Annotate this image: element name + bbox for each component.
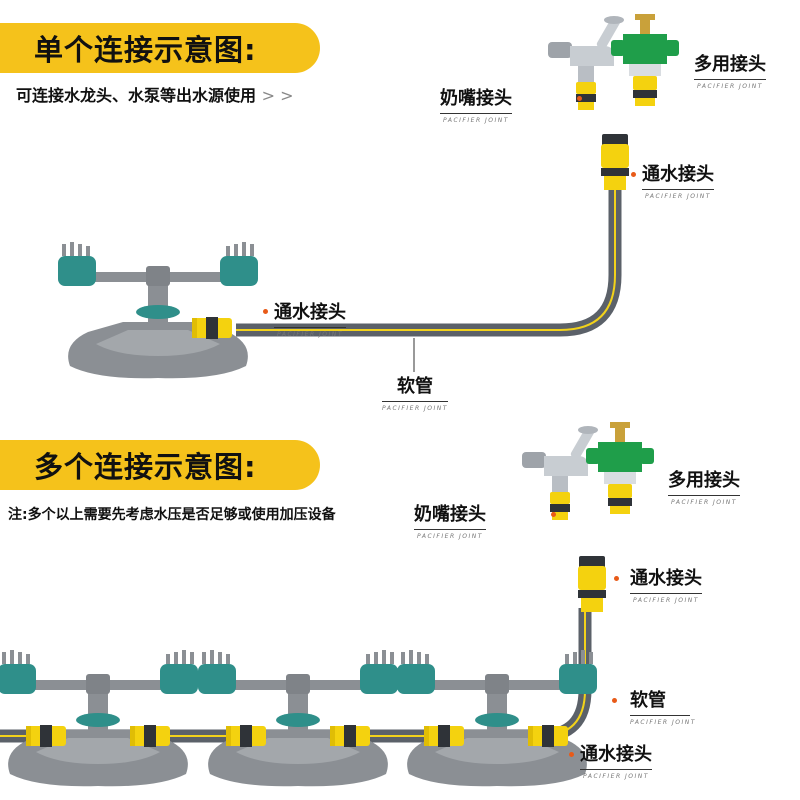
section2-label-hose: 软管 PACIFIER JOINT xyxy=(630,686,694,726)
section1-sprinkler-icon xyxy=(58,242,258,379)
section2-note: 注:多个以上需要先考虑水压是否足够或使用加压设备 xyxy=(8,507,336,523)
section2-title-banner: 多个连接示意图: xyxy=(0,440,320,490)
section1-hose xyxy=(236,186,622,337)
section2-water-connector-icon xyxy=(578,556,606,612)
section2-nipple-dot xyxy=(551,512,556,517)
section2-sprinkler-1-icon xyxy=(0,650,198,787)
section2-label-multi: 多用接头 PACIFIER JOINT xyxy=(668,466,740,506)
section2-sprinkler-3-icon xyxy=(397,650,597,787)
section1-label-hose-text: 软管 xyxy=(397,376,433,397)
section2-label-water-top-text: 通水接头 xyxy=(630,568,702,589)
section2-label-multi-text: 多用接头 xyxy=(668,470,740,491)
section1-label-hose-sub: PACIFIER JOINT xyxy=(382,405,448,412)
section1-title: 单个连接示意图: xyxy=(34,33,257,67)
section2-title: 多个连接示意图: xyxy=(34,450,257,484)
section1-subtitle-text: 可连接水龙头、水泵等出水源使用 xyxy=(16,86,257,105)
section2-label-hose-text: 软管 xyxy=(630,690,666,711)
section1-subtitle: 可连接水龙头、水泵等出水源使用 > > xyxy=(16,82,294,106)
section1-subtitle-arrow: > > xyxy=(261,86,294,105)
section1-title-banner: 单个连接示意图: xyxy=(0,23,320,73)
section2-label-water-bottom-text: 通水接头 xyxy=(580,744,652,765)
section2-sprinkler-2-icon xyxy=(198,650,398,787)
section2-label-water-top-sub: PACIFIER JOINT xyxy=(633,597,699,604)
section1-water-sprinkler-dot xyxy=(263,309,268,314)
section1-label-nipple-sub: PACIFIER JOINT xyxy=(443,117,509,124)
section2-label-multi-sub: PACIFIER JOINT xyxy=(671,499,737,506)
section2-connector-1b-icon xyxy=(130,725,170,747)
section1-label-nipple-text: 奶嘴接头 xyxy=(440,88,512,109)
section2-connector-2b-icon xyxy=(330,725,370,747)
section2-label-water-top: 通水接头 PACIFIER JOINT xyxy=(630,564,702,604)
section1-label-hose: 软管 PACIFIER JOINT xyxy=(382,372,448,412)
section2-connector-2a-icon xyxy=(226,725,266,747)
section2-hose-dot xyxy=(612,698,617,703)
section2-water-top-dot xyxy=(614,576,619,581)
section1-label-multi-sub: PACIFIER JOINT xyxy=(697,83,763,90)
section1-label-water-top: 通水接头 PACIFIER JOINT xyxy=(642,160,714,200)
section1-label-water-sprinkler-sub: PACIFIER JOINT xyxy=(277,331,343,338)
section1-label-water-sprinkler: 通水接头 PACIFIER JOINT xyxy=(274,298,346,338)
section2-label-nipple: 奶嘴接头 PACIFIER JOINT xyxy=(414,500,486,540)
section1-sprinkler-connector-icon xyxy=(192,317,232,339)
section1-label-water-top-text: 通水接头 xyxy=(642,164,714,185)
section1-label-water-top-sub: PACIFIER JOINT xyxy=(645,193,711,200)
section2-connector-3b-icon xyxy=(528,725,568,747)
section2-faucet-icon xyxy=(522,425,598,520)
section1-valve-icon xyxy=(611,14,679,106)
section1-label-multi: 多用接头 PACIFIER JOINT xyxy=(694,50,766,90)
section1-label-multi-text: 多用接头 xyxy=(694,54,766,75)
section2-label-hose-sub: PACIFIER JOINT xyxy=(630,719,696,726)
section1-label-water-sprinkler-text: 通水接头 xyxy=(274,302,346,323)
section1-water-connector-icon xyxy=(601,134,629,190)
section2-connector-3a-icon xyxy=(424,725,464,747)
section1-label-nipple: 奶嘴接头 PACIFIER JOINT xyxy=(440,84,512,124)
section2-label-water-bottom-sub: PACIFIER JOINT xyxy=(583,773,649,780)
section1-water-top-dot xyxy=(631,172,636,177)
section2-label-nipple-text: 奶嘴接头 xyxy=(414,504,486,525)
section2-valve-icon xyxy=(586,422,654,514)
section2-connector-1a-icon xyxy=(26,725,66,747)
section1-faucet-icon xyxy=(548,15,624,110)
section2-label-nipple-sub: PACIFIER JOINT xyxy=(417,533,483,540)
section2-label-water-bottom: 通水接头 PACIFIER JOINT xyxy=(580,740,652,780)
section2-water-bottom-dot xyxy=(569,752,574,757)
section1-nipple-dot xyxy=(577,96,582,101)
